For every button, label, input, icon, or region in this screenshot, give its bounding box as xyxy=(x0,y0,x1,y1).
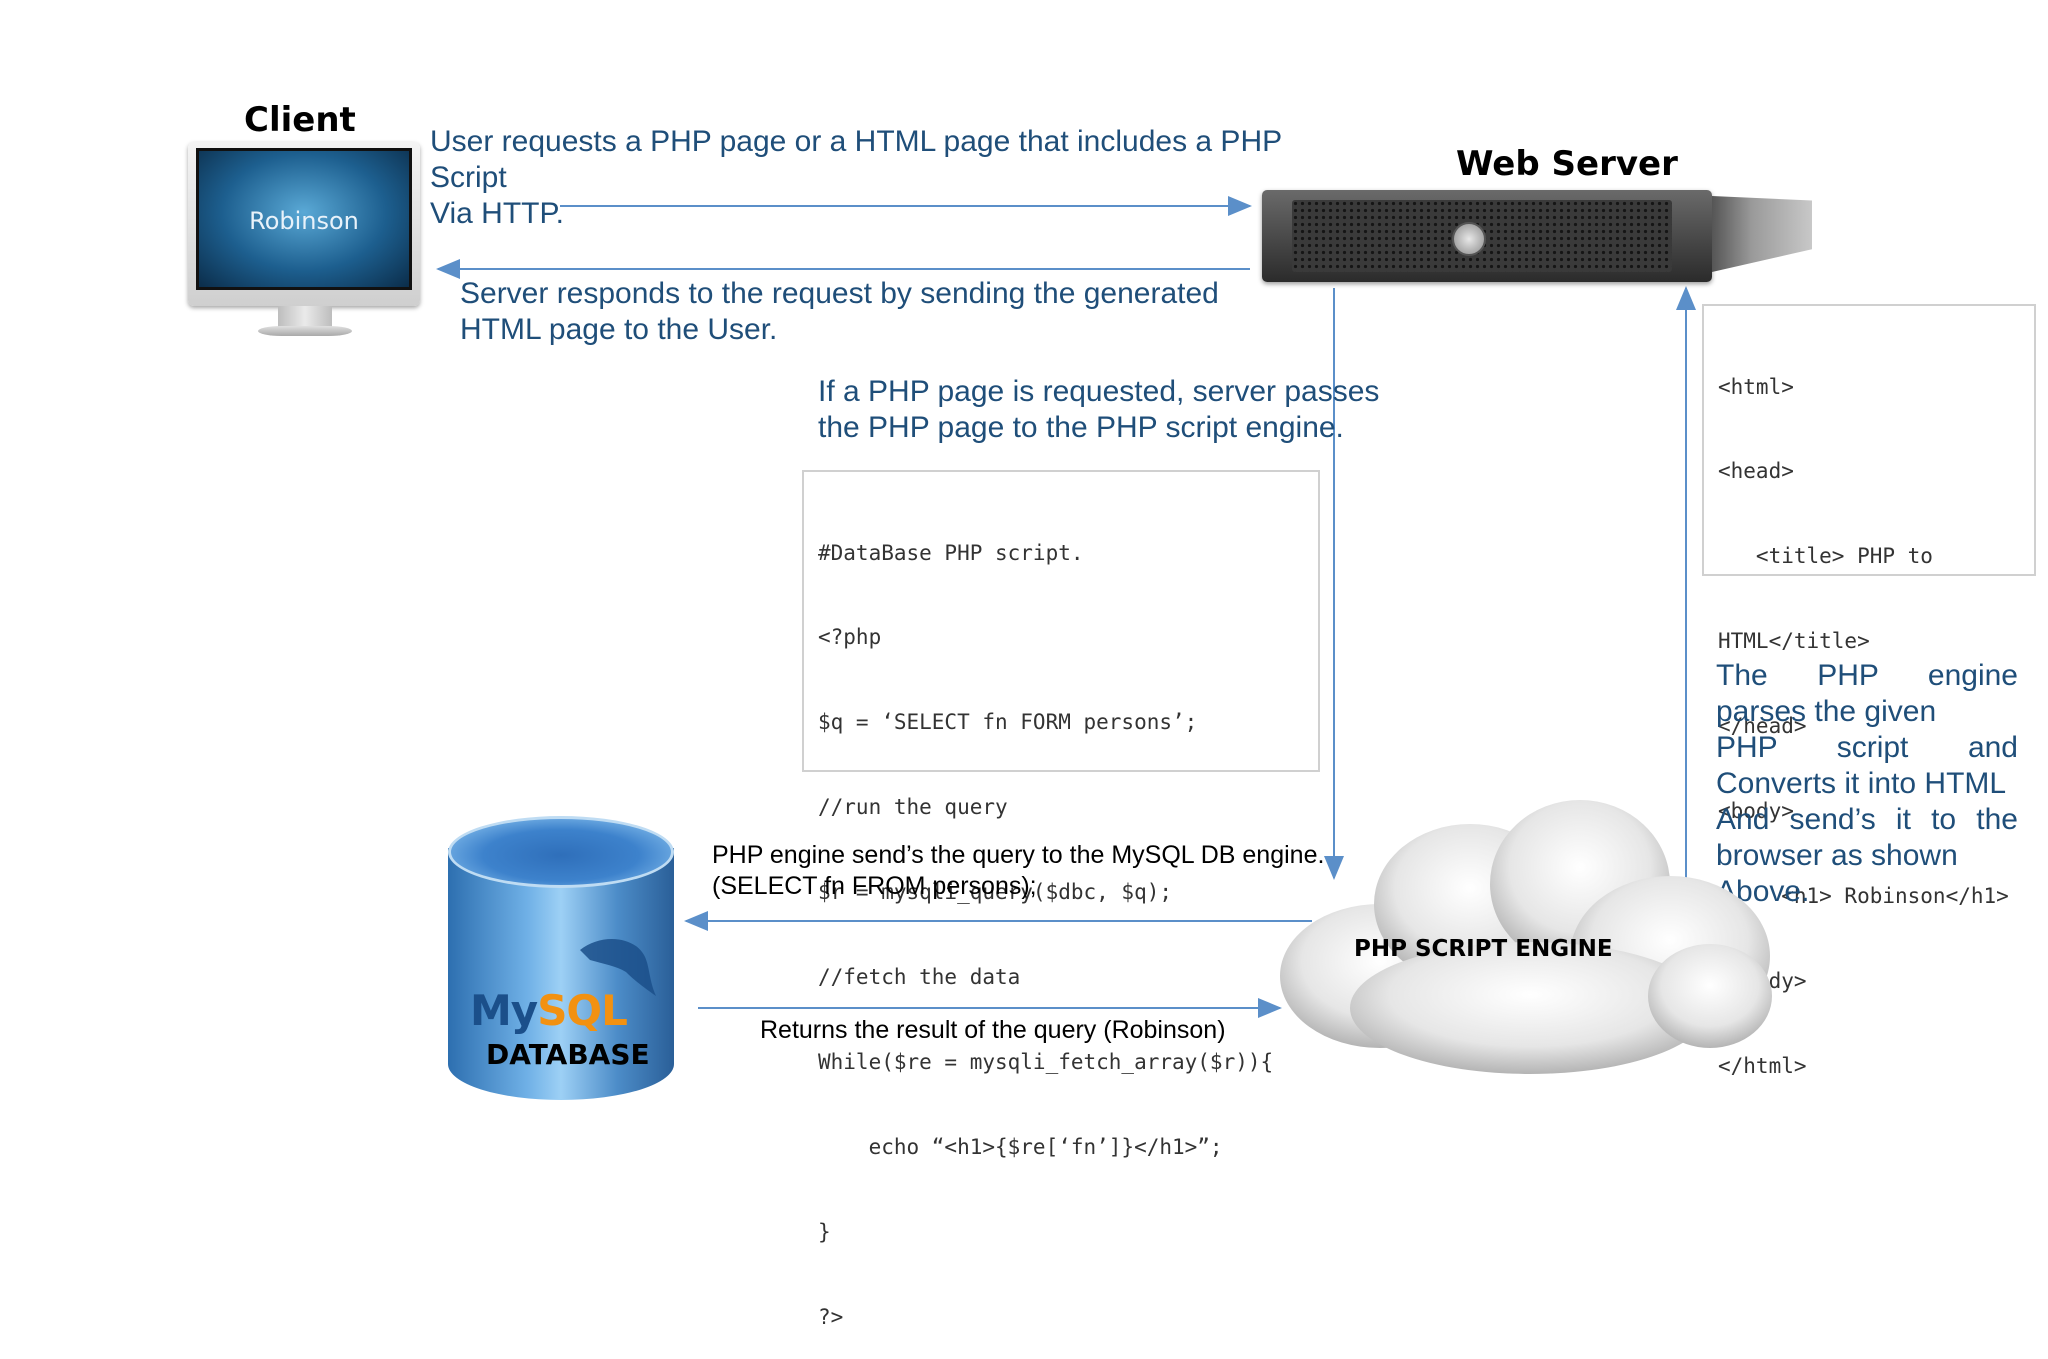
query-text: PHP engine send’s the query to the MySQL… xyxy=(712,840,1324,902)
query-line-2: (SELECT fn FROM persons); xyxy=(712,872,1037,900)
arrows-layer xyxy=(436,196,1696,1018)
monitor-screen: Robinson xyxy=(196,148,412,290)
request-line-3: Via HTTP. xyxy=(430,197,564,230)
mysql-dolphin-icon xyxy=(580,938,656,996)
mysql-logo-my: My xyxy=(470,986,538,1035)
php-code-line: $q = ‘SELECT fn FORM persons’; xyxy=(818,710,1198,735)
server-title: Web Server xyxy=(1456,144,1678,184)
parse-line-6: browser as shown xyxy=(1716,839,1958,872)
html-code-line: </html> xyxy=(1718,1053,1807,1078)
php-code-line: While($re = mysqli_fetch_array($r)){ xyxy=(818,1049,1274,1074)
query-line-1: PHP engine send’s the query to the MySQL… xyxy=(712,841,1325,869)
php-code-line: #DataBase PHP script. xyxy=(818,540,1084,565)
php-code-box: #DataBase PHP script. <?php $q = ‘SELECT… xyxy=(802,470,1320,1329)
request-line-1: User requests a PHP page or a HTML page … xyxy=(430,125,1283,158)
database-cylinder-top xyxy=(448,816,674,888)
php-code-line: <?php xyxy=(818,625,882,650)
parse-line-1: The PHP engine xyxy=(1716,659,2018,692)
monitor-base xyxy=(258,326,352,336)
response-line-1: Server responds to the request by sendin… xyxy=(460,277,1219,310)
parse-line-2: parses the given xyxy=(1716,695,1937,728)
response-line-2: HTML page to the User. xyxy=(460,313,778,346)
monitor-stand xyxy=(278,306,332,328)
html-code-line: </head> xyxy=(1718,714,1807,739)
php-code-line: ?> xyxy=(818,1304,844,1329)
client-monitor-icon: Robinson xyxy=(188,142,420,306)
client-title: Client xyxy=(244,100,356,140)
pass-line-2: the PHP page to the PHP script engine. xyxy=(818,411,1344,444)
request-line-2: Script xyxy=(430,161,507,194)
mysql-logo-sql: SQL xyxy=(537,986,628,1035)
php-engine-label: PHP SCRIPT ENGINE xyxy=(1354,936,1613,962)
html-code-line: <html> xyxy=(1718,374,1794,399)
html-code-box: <html> <head> <title> PHP to HTML</title… xyxy=(1702,304,2036,1078)
monitor-screen-text: Robinson xyxy=(249,207,359,235)
php-engine-cloud-icon xyxy=(1280,800,1772,1074)
html-code-line: HTML</title> xyxy=(1718,629,1870,654)
php-code-line: echo “<h1>{$re[‘fn’]}</h1>”; xyxy=(818,1134,1223,1159)
web-server-icon xyxy=(1262,190,1712,282)
parse-line-5: And send’s it to the xyxy=(1716,803,2018,836)
parse-line-3: PHP script and xyxy=(1716,731,2018,764)
mysql-logo: MySQL xyxy=(470,986,628,1035)
php-code-line: //run the query xyxy=(818,795,1008,820)
server-grille xyxy=(1292,200,1672,272)
html-code-line: <head> xyxy=(1718,459,1794,484)
server-badge-icon xyxy=(1452,222,1486,256)
php-code-line: //fetch the data xyxy=(818,965,1021,990)
php-code-line: } xyxy=(818,1219,831,1244)
php-code-line: $r = mysqli_query($dbc, $q); xyxy=(818,880,1173,905)
html-code-line: <h1> Robinson</h1> xyxy=(1718,883,2009,908)
parse-line-4: Converts it into HTML xyxy=(1716,767,2007,800)
pass-text: If a PHP page is requested, server passe… xyxy=(818,374,1379,446)
html-code-line: <title> PHP to xyxy=(1718,544,1933,569)
parse-text: The PHP engine parses the given PHP scri… xyxy=(1716,658,2018,910)
html-code-line: <body> xyxy=(1718,799,1794,824)
request-text: User requests a PHP page or a HTML page … xyxy=(430,124,1282,232)
database-label: DATABASE xyxy=(486,1038,650,1071)
pass-line-1: If a PHP page is requested, server passe… xyxy=(818,375,1380,408)
result-text: Returns the result of the query (Robinso… xyxy=(760,1016,1226,1044)
response-text: Server responds to the request by sendin… xyxy=(460,276,1219,348)
